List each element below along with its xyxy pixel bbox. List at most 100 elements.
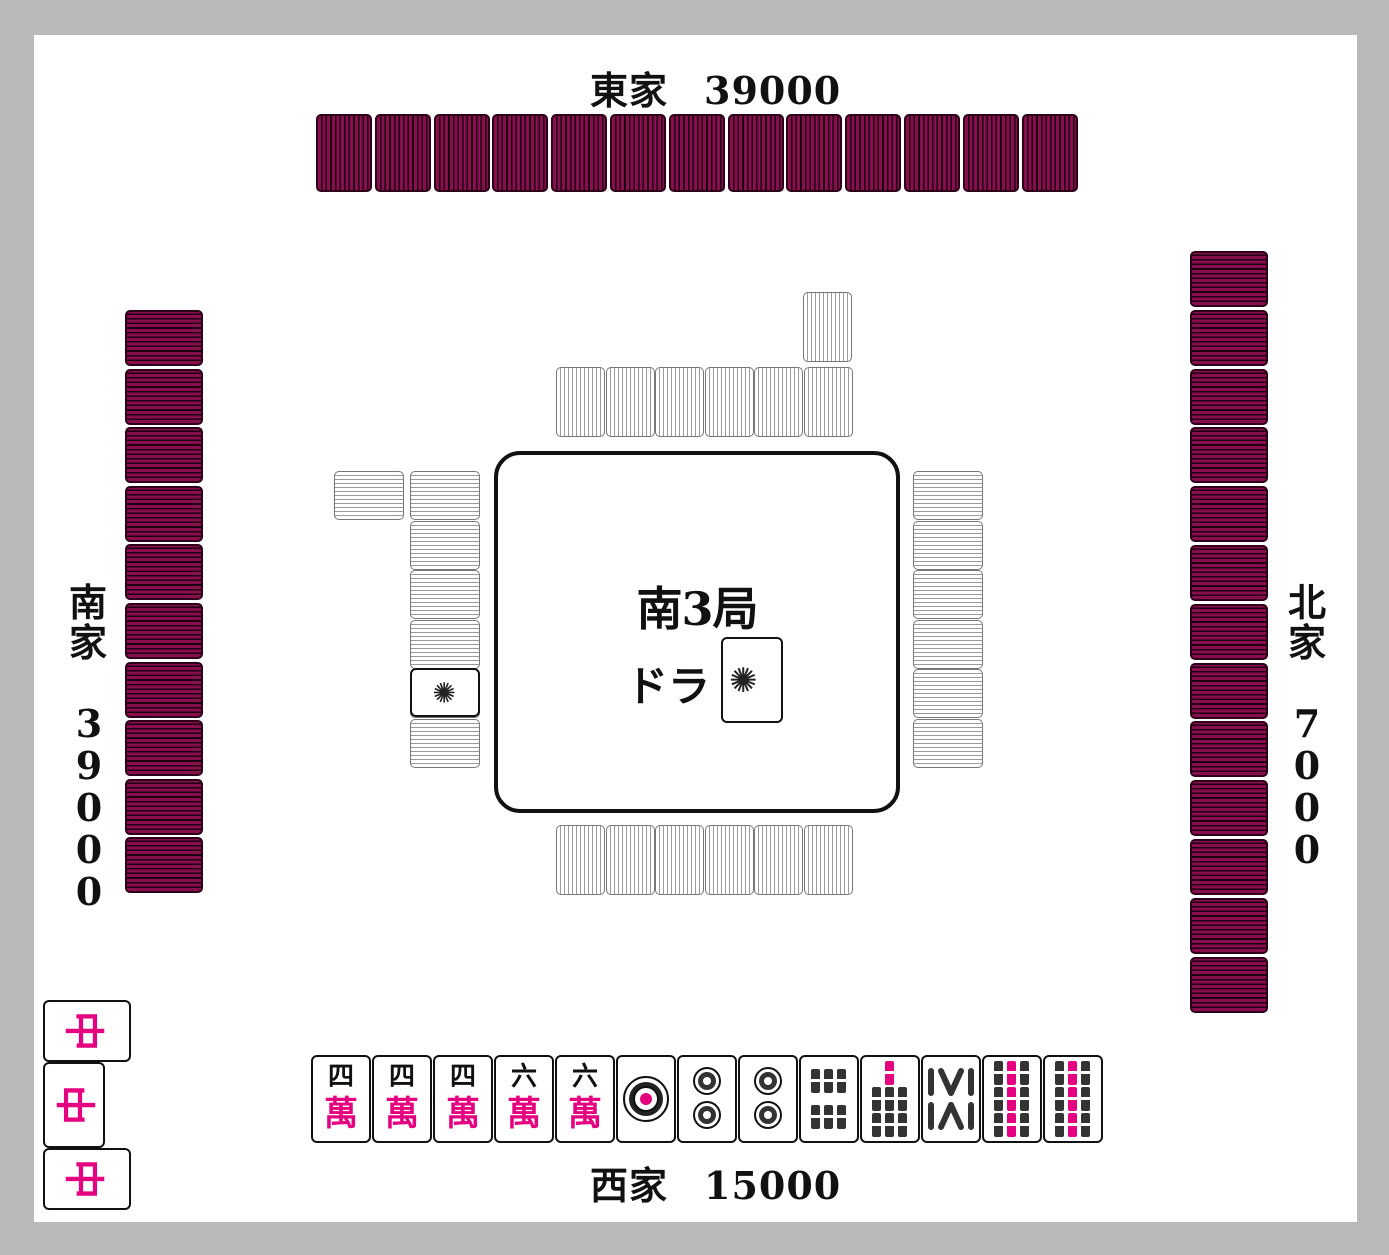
- chun-tile: 中: [43, 1148, 131, 1210]
- tile-suit-char: 萬: [507, 1094, 541, 1134]
- tile-back: [374, 114, 431, 192]
- wall-tile: [410, 619, 480, 669]
- wall-tile: [704, 367, 754, 437]
- tile-back: [962, 114, 1019, 192]
- pin-circles-icon: [623, 1076, 669, 1122]
- tile-rank-char: 六: [510, 1062, 537, 1092]
- tile-rank-char: 四: [327, 1062, 354, 1092]
- tile-back: [125, 837, 203, 894]
- tile-back: [904, 114, 960, 192]
- round-indicator: 南3局: [636, 582, 758, 636]
- wall-tile: [410, 520, 480, 570]
- tile-back: [786, 114, 843, 192]
- center-panel: 南3局 ドラ: [494, 451, 900, 813]
- tile-back: [845, 114, 902, 192]
- wall-tile: [754, 367, 803, 437]
- west-player-label: 西家 15000: [590, 1155, 841, 1210]
- tile-rank-char: 六: [571, 1062, 598, 1092]
- tile-back: [125, 720, 203, 777]
- bamboo-sticks-icon: [811, 1069, 846, 1129]
- hand-tile-sou-9: [982, 1055, 1042, 1143]
- wall-exposed-tile: ✺: [410, 668, 480, 717]
- tile-back: [1190, 309, 1268, 366]
- tile-back: [1190, 721, 1268, 778]
- west-player-name: 西家: [590, 1163, 669, 1208]
- wall-tile: [605, 367, 655, 437]
- chun-char: 中: [54, 1085, 101, 1125]
- wall-tile: [803, 292, 852, 362]
- wall-tile: [913, 669, 983, 718]
- tile-back: [125, 368, 203, 425]
- hand-tile-pin-2: [738, 1055, 798, 1143]
- tile-back: [1190, 603, 1268, 660]
- tile-suit-char: 萬: [324, 1094, 358, 1134]
- pin-circles-icon: [693, 1067, 721, 1129]
- tile-back: [1190, 839, 1268, 895]
- east-player-score: 39000: [704, 68, 842, 113]
- wall-tile: [913, 570, 983, 619]
- east-player-name: 東家: [590, 68, 669, 113]
- chun-tile: 中: [43, 1062, 105, 1148]
- tile-back: [1190, 545, 1268, 601]
- tile-suit-char: 萬: [446, 1094, 480, 1134]
- wall-tile: [556, 825, 605, 895]
- bamboo-sticks-icon: [994, 1061, 1029, 1137]
- wall-tile: [334, 471, 404, 520]
- wall-tile: [655, 367, 704, 437]
- tile-back: [1190, 427, 1268, 484]
- wall-tile: [410, 570, 480, 619]
- east-player-label: 東家 39000: [590, 60, 841, 115]
- tile-rank-char: 四: [388, 1062, 415, 1092]
- wall-tile: [556, 367, 605, 437]
- south-player-name: 南家: [68, 580, 107, 665]
- hand-tile-sou-8: [921, 1055, 981, 1143]
- tile-back: [125, 603, 203, 659]
- tile-back: [125, 310, 203, 366]
- bird-icon: ✺: [729, 661, 758, 701]
- chun-char: 中: [60, 1159, 107, 1199]
- wall-tile: [803, 367, 853, 437]
- tile-back: [125, 485, 203, 542]
- dora-label: ドラ: [626, 662, 711, 711]
- tile-back: [433, 114, 490, 192]
- tile-suit-char: 萬: [568, 1094, 602, 1134]
- wall-tile: [913, 520, 983, 570]
- hand-tile-man-4: 四萬: [433, 1055, 493, 1143]
- tile-back: [316, 114, 372, 192]
- wall-tile: [410, 471, 480, 520]
- wall-tile: [605, 825, 655, 895]
- hand-tile-man-4: 四萬: [311, 1055, 371, 1143]
- north-player-score: 7000: [1293, 701, 1321, 872]
- south-player-score: 39000: [75, 701, 103, 914]
- bamboo-sticks-icon: [928, 1068, 974, 1130]
- tile-back: [492, 114, 549, 192]
- wall-tile: [913, 471, 983, 520]
- chun-tile: 中: [43, 1000, 131, 1062]
- wall-tile: [410, 718, 480, 768]
- pin-circles-icon: [754, 1067, 782, 1129]
- north-player-name: 北家: [1287, 580, 1326, 665]
- tile-back: [1190, 897, 1268, 954]
- tile-back: [1190, 486, 1268, 543]
- hand-tile-pin-2: [677, 1055, 737, 1143]
- bamboo-sticks-icon: [872, 1061, 907, 1137]
- tile-back: [668, 114, 725, 192]
- west-player-score: 15000: [704, 1163, 842, 1208]
- wall-tile: [655, 825, 704, 895]
- wall-tile: [913, 718, 983, 768]
- tile-back: [125, 544, 203, 601]
- hand-tile-sou-6: [799, 1055, 859, 1143]
- hand-tile-sou-7: [860, 1055, 920, 1143]
- hand-tile-man-6: 六萬: [555, 1055, 615, 1143]
- tile-rank-char: 四: [449, 1062, 476, 1092]
- wall-tile: [803, 825, 853, 895]
- bamboo-sticks-icon: [1055, 1061, 1090, 1137]
- tile-back: [125, 778, 203, 835]
- hand-tile-sou-9: [1043, 1055, 1103, 1143]
- tile-back: [1190, 251, 1268, 307]
- wall-tile: [704, 825, 754, 895]
- tile-back: [551, 114, 608, 192]
- tile-back: [1190, 956, 1268, 1013]
- tile-back: [1190, 780, 1268, 837]
